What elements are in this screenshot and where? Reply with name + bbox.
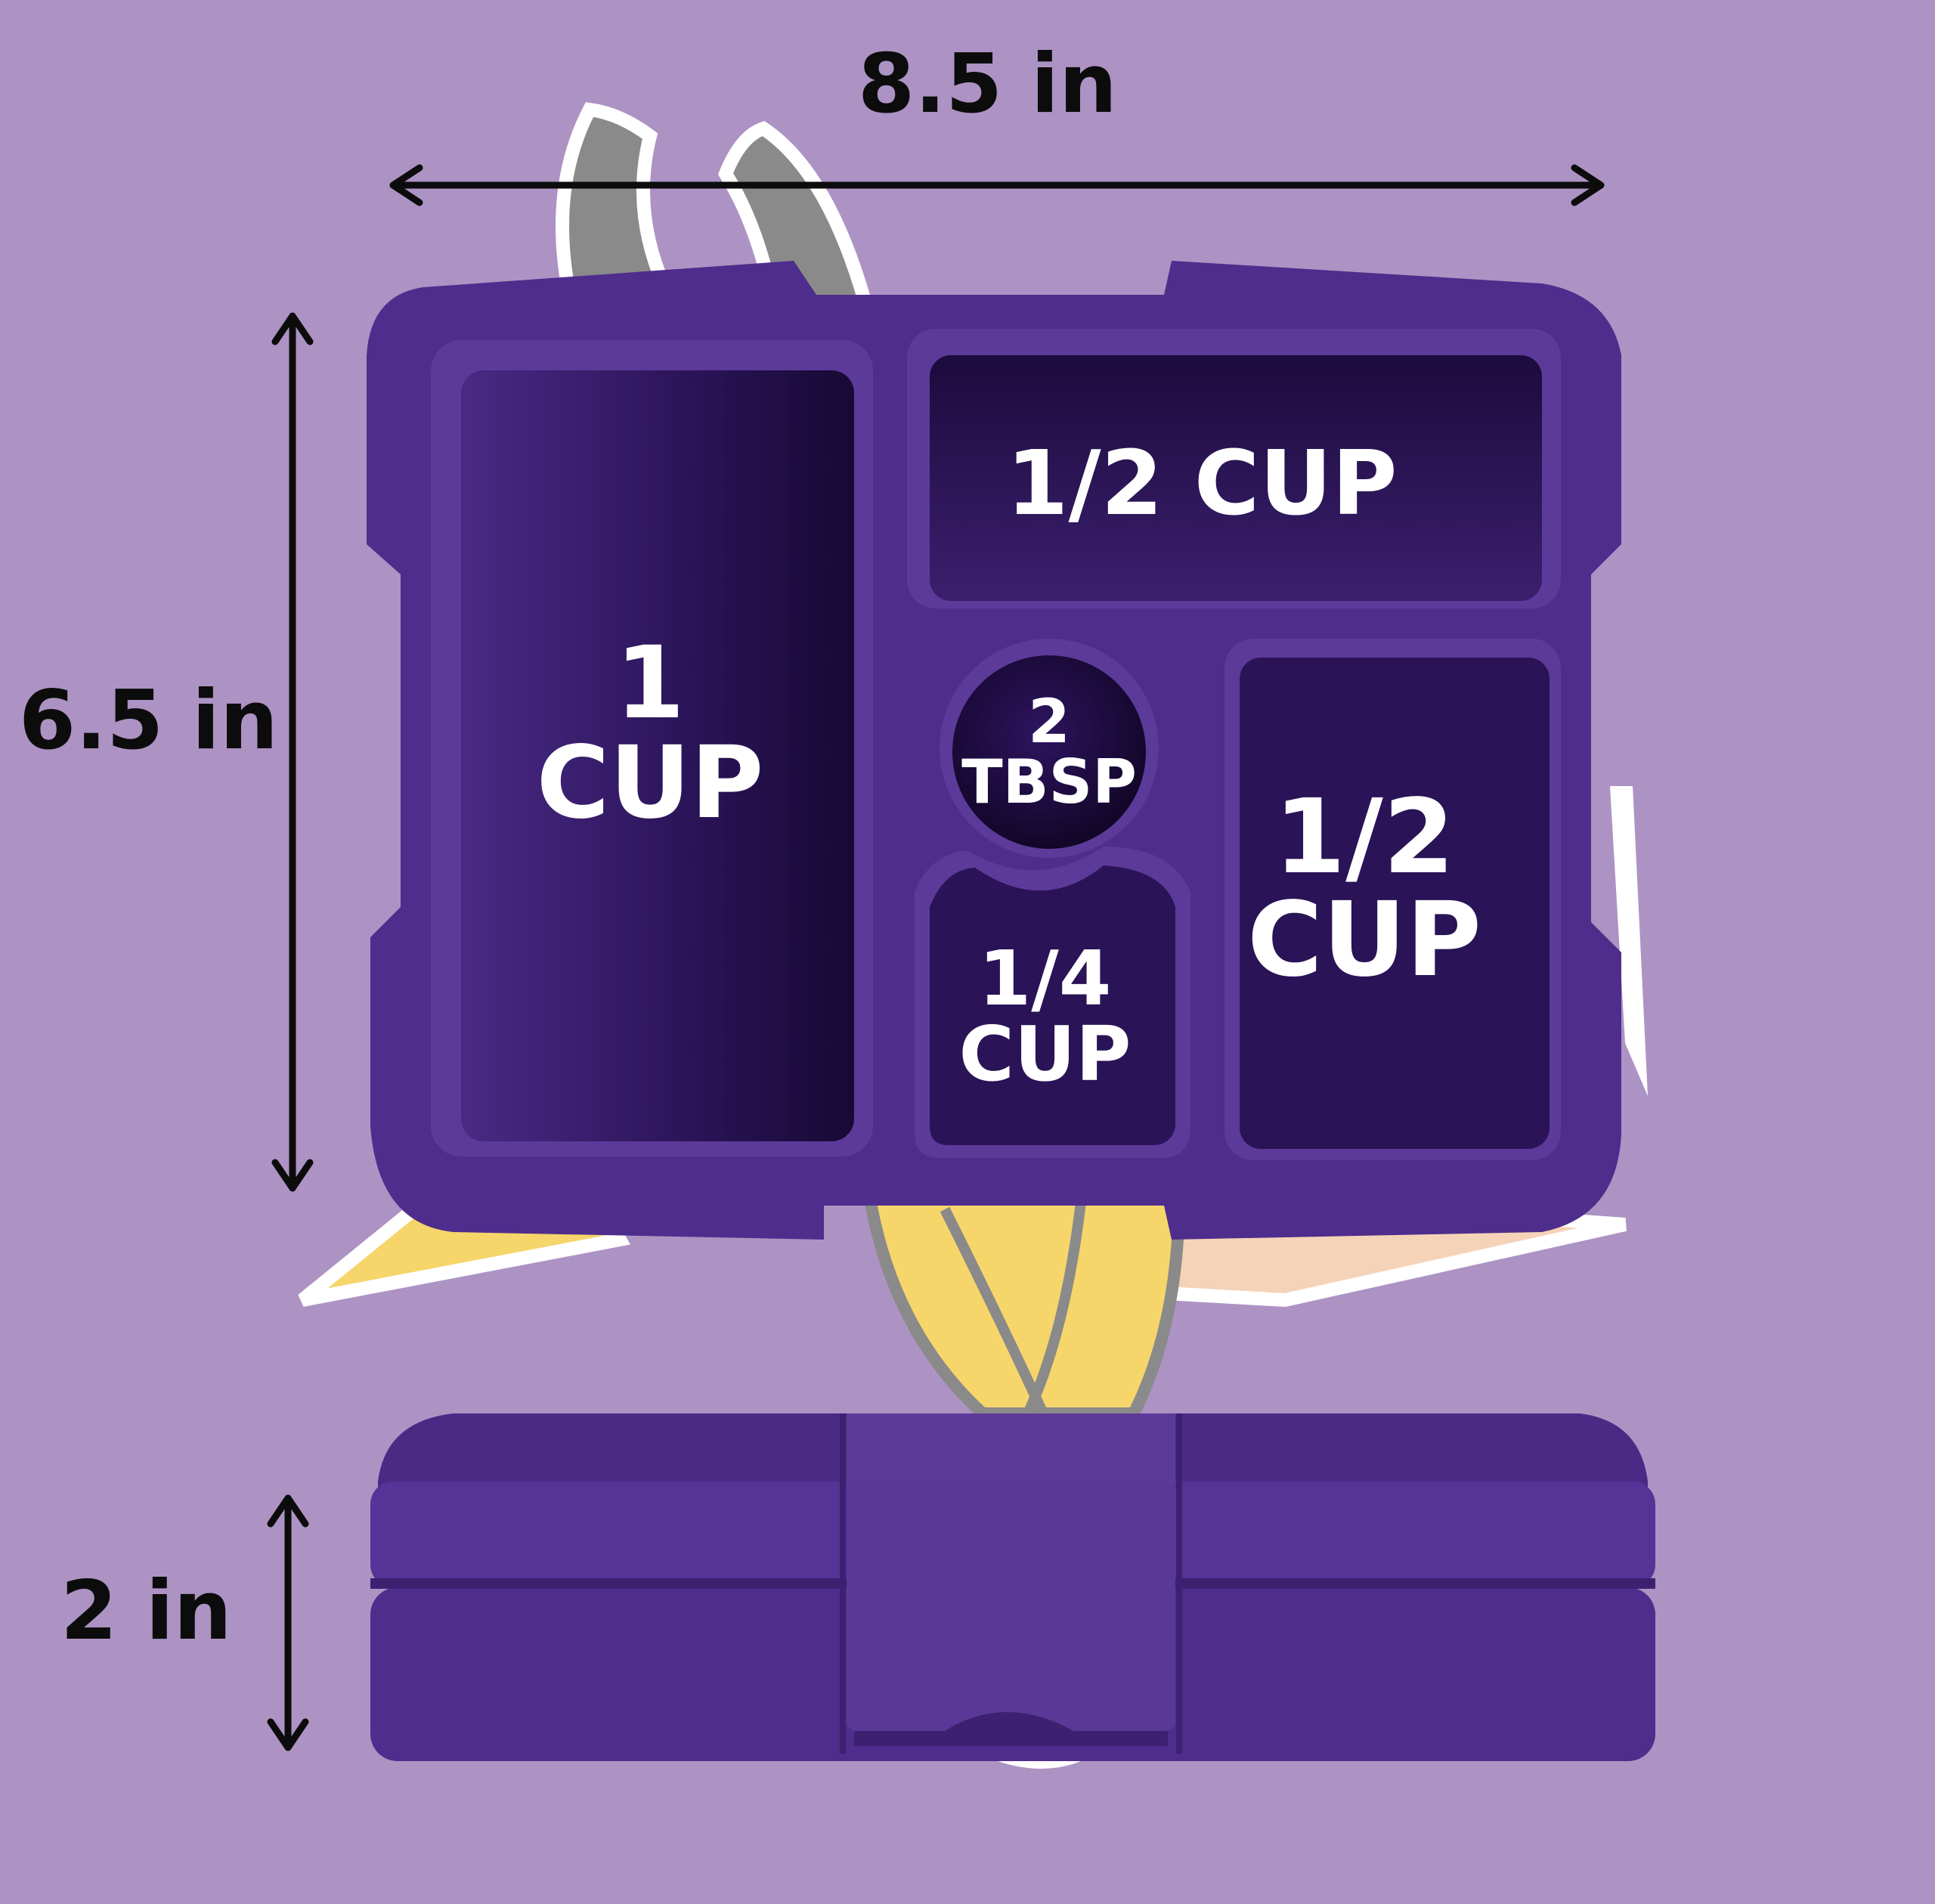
compartment-round-label: 2 TBSP (961, 686, 1137, 817)
compartment-top-right-label: 1/2 CUP (1006, 431, 1398, 535)
compartment-small-label: 1/4 CUP (958, 934, 1132, 1098)
depth-label: 2 in (60, 1564, 232, 1658)
compartment-large-label: 1 CUP (536, 625, 764, 841)
width-label: 8.5 in (858, 37, 1117, 132)
compartment-right-label: 1/2 CUP (1247, 778, 1481, 1000)
height-label: 6.5 in (19, 673, 278, 768)
